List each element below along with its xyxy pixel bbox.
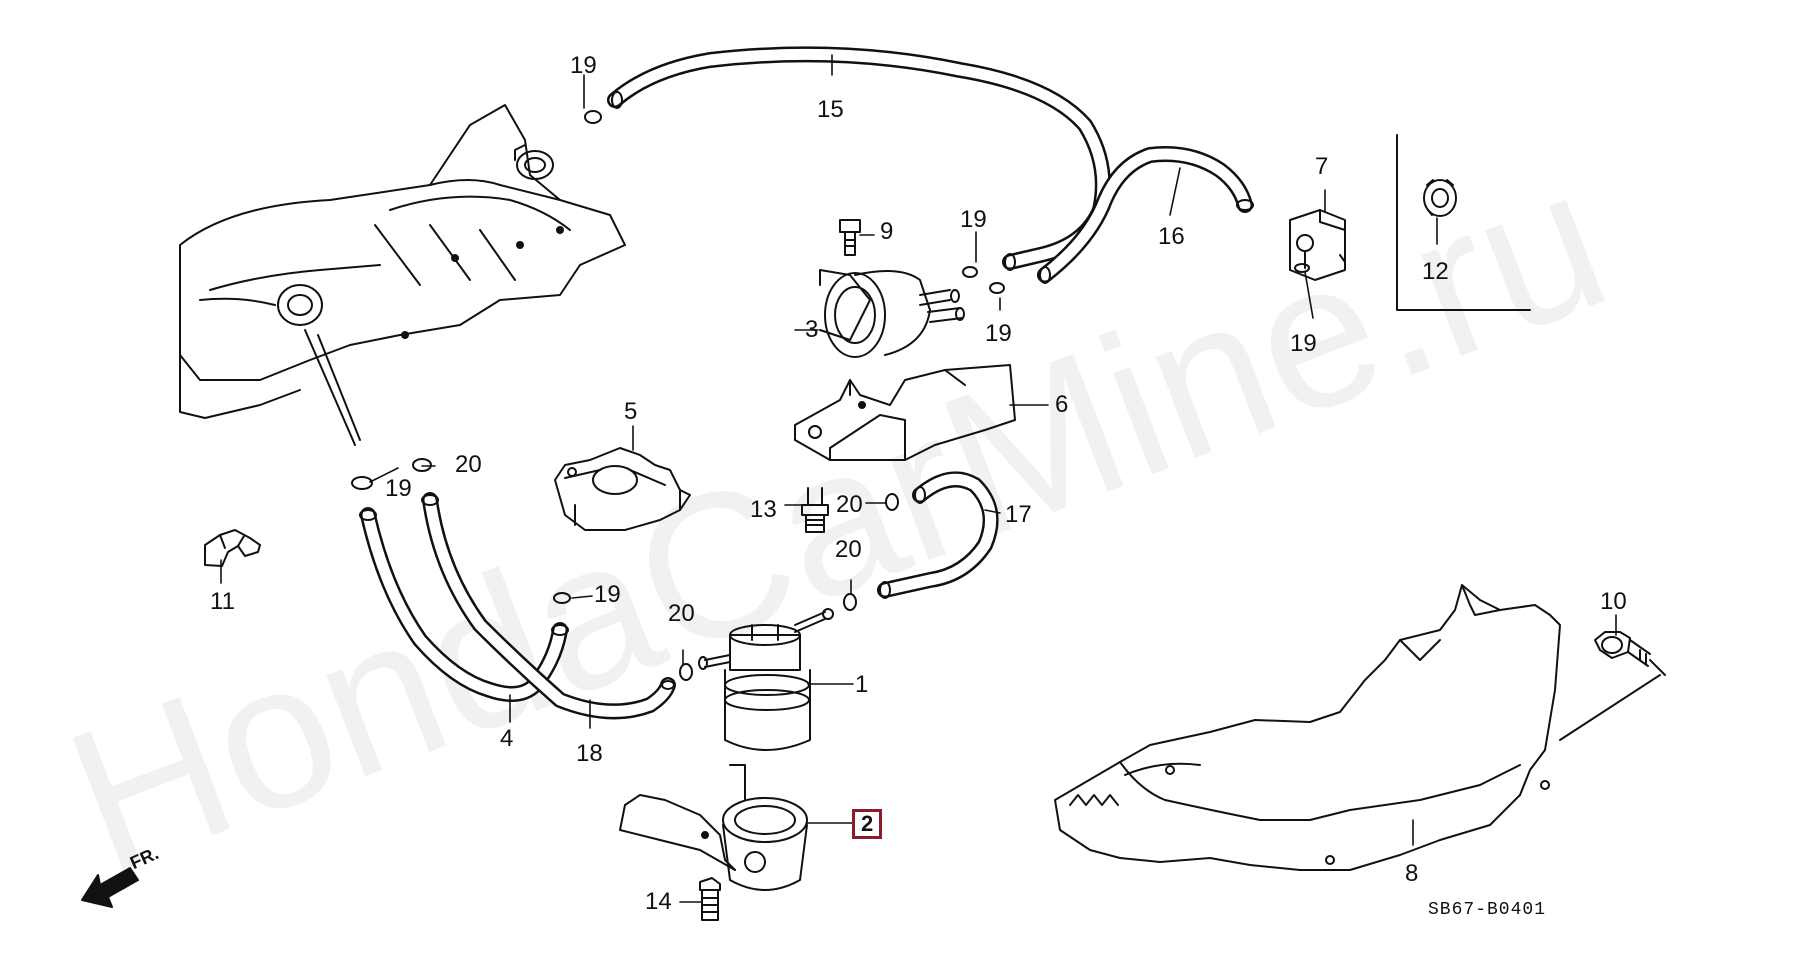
clips bbox=[351, 110, 1310, 681]
part-8 bbox=[1054, 584, 1661, 871]
callout-19: 19 bbox=[960, 206, 987, 233]
callout-6: 6 bbox=[1055, 391, 1069, 418]
leader-lines bbox=[220, 54, 1617, 903]
callout-20: 20 bbox=[455, 451, 482, 478]
hose-17 bbox=[877, 471, 999, 599]
part-2 bbox=[619, 764, 808, 891]
callout-7: 7 bbox=[1315, 153, 1329, 180]
inset-frame bbox=[1396, 134, 1531, 311]
callout-19: 19 bbox=[594, 581, 621, 608]
callout-3: 3 bbox=[805, 316, 819, 343]
callout-17: 17 bbox=[1005, 501, 1032, 528]
callout-14: 14 bbox=[645, 888, 672, 915]
callout-1: 1 bbox=[855, 671, 869, 698]
callout-10: 10 bbox=[1600, 588, 1627, 615]
callout-18: 18 bbox=[576, 740, 603, 767]
hose-18 bbox=[421, 492, 676, 720]
callout-15: 15 bbox=[817, 96, 844, 123]
part-6 bbox=[794, 364, 1016, 461]
callout-4: 4 bbox=[500, 725, 514, 752]
diagram-code: SB67-B0401 bbox=[1428, 900, 1547, 920]
callout-2-highlighted[interactable]: 2 bbox=[852, 809, 883, 839]
callout-20: 20 bbox=[836, 491, 863, 518]
callout-8: 8 bbox=[1405, 860, 1419, 887]
callout-9: 9 bbox=[880, 218, 894, 245]
part-11 bbox=[204, 529, 261, 567]
part-3 bbox=[819, 269, 965, 358]
callout-19: 19 bbox=[985, 320, 1012, 347]
callout-19: 19 bbox=[1290, 330, 1317, 357]
callout-19: 19 bbox=[570, 52, 597, 79]
part-12 bbox=[1423, 179, 1457, 217]
callout-13: 13 bbox=[750, 496, 777, 523]
callout-19: 19 bbox=[385, 475, 412, 502]
callout-12: 12 bbox=[1422, 258, 1449, 285]
direction-arrow-icon bbox=[81, 867, 139, 908]
callout-16: 16 bbox=[1158, 223, 1185, 250]
callout-5: 5 bbox=[624, 398, 638, 425]
part-7 bbox=[1289, 209, 1346, 281]
callout-20: 20 bbox=[835, 536, 862, 563]
part-9 bbox=[839, 219, 861, 256]
part-1 bbox=[698, 608, 834, 751]
part-5 bbox=[554, 447, 691, 531]
hose-15 bbox=[607, 46, 1111, 271]
part-10 bbox=[1594, 631, 1666, 676]
callout-11: 11 bbox=[210, 588, 235, 615]
hose-16 bbox=[1037, 146, 1254, 284]
part-14 bbox=[699, 877, 721, 921]
fuel-tank bbox=[179, 104, 626, 446]
callout-20: 20 bbox=[668, 600, 695, 627]
part-13 bbox=[801, 487, 829, 533]
